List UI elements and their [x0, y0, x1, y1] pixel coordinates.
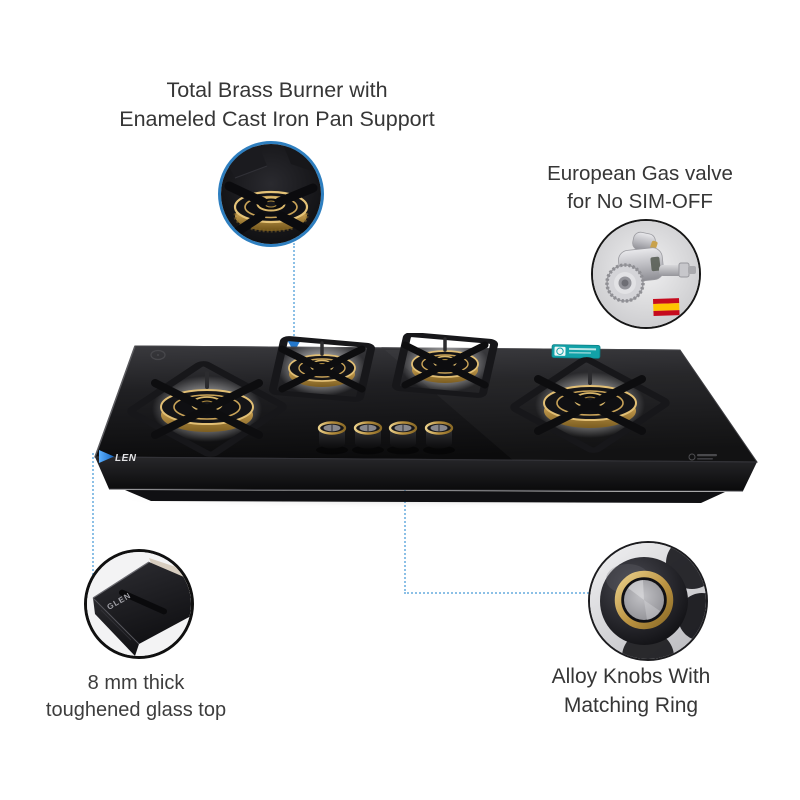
gas-hob: LEN: [94, 333, 758, 503]
burner-front-left: [127, 361, 287, 457]
glass-embossed-logo: [150, 349, 166, 361]
glass-groove: [118, 589, 168, 615]
control-knob-2[interactable]: [352, 421, 384, 455]
brand-logo: LEN: [99, 450, 137, 464]
front-top-edge: [94, 456, 758, 463]
gas-valve-photo: [593, 221, 699, 327]
brass-burner-inset: [218, 141, 324, 247]
hob-right-badge: [688, 453, 717, 461]
gas-valve-inset: [591, 219, 701, 329]
alloy-knob-photo: [590, 543, 706, 659]
control-knob-1[interactable]: [316, 421, 348, 455]
connector-burner-line: [293, 243, 295, 340]
hob-base: [125, 490, 725, 503]
control-knob-3[interactable]: [387, 421, 419, 455]
brass-burner-photo: [221, 144, 321, 244]
glass-corner-front: [93, 598, 139, 656]
hob-front-face: [95, 457, 757, 491]
glass-edge-photo: GLEN: [87, 552, 191, 656]
energy-badge: [551, 344, 601, 359]
burner-back-right: [391, 333, 499, 398]
connector-knob-line-h: [404, 592, 589, 594]
spain-flag-icon: [653, 298, 680, 316]
valve-body: [605, 231, 696, 303]
connector-glass-line-v: [92, 453, 94, 575]
front-bottom-edge: [108, 488, 744, 492]
alloy-knob-inset: [588, 541, 708, 661]
brand-logo-text: LEN: [115, 453, 137, 464]
control-knob-4[interactable]: [423, 421, 455, 455]
burner-back-left: [268, 336, 376, 402]
alloy-knobs-caption: Alloy Knobs With Matching Ring: [551, 665, 711, 717]
glass-edge-inset: GLEN: [84, 549, 194, 659]
glass-top-caption: 8 mm thick toughened glass top: [45, 672, 227, 722]
gas-valve-caption: European Gas valve for No SIM-OFF: [547, 162, 733, 213]
brass-burner-caption: Total Brass Burner with Enameled Cast Ir…: [119, 78, 435, 132]
glass-left-bevel: [94, 345, 136, 458]
glen-arrow-icon: [99, 450, 114, 463]
connector-knob-line-v: [404, 458, 406, 594]
burner-front-right: [510, 357, 670, 453]
